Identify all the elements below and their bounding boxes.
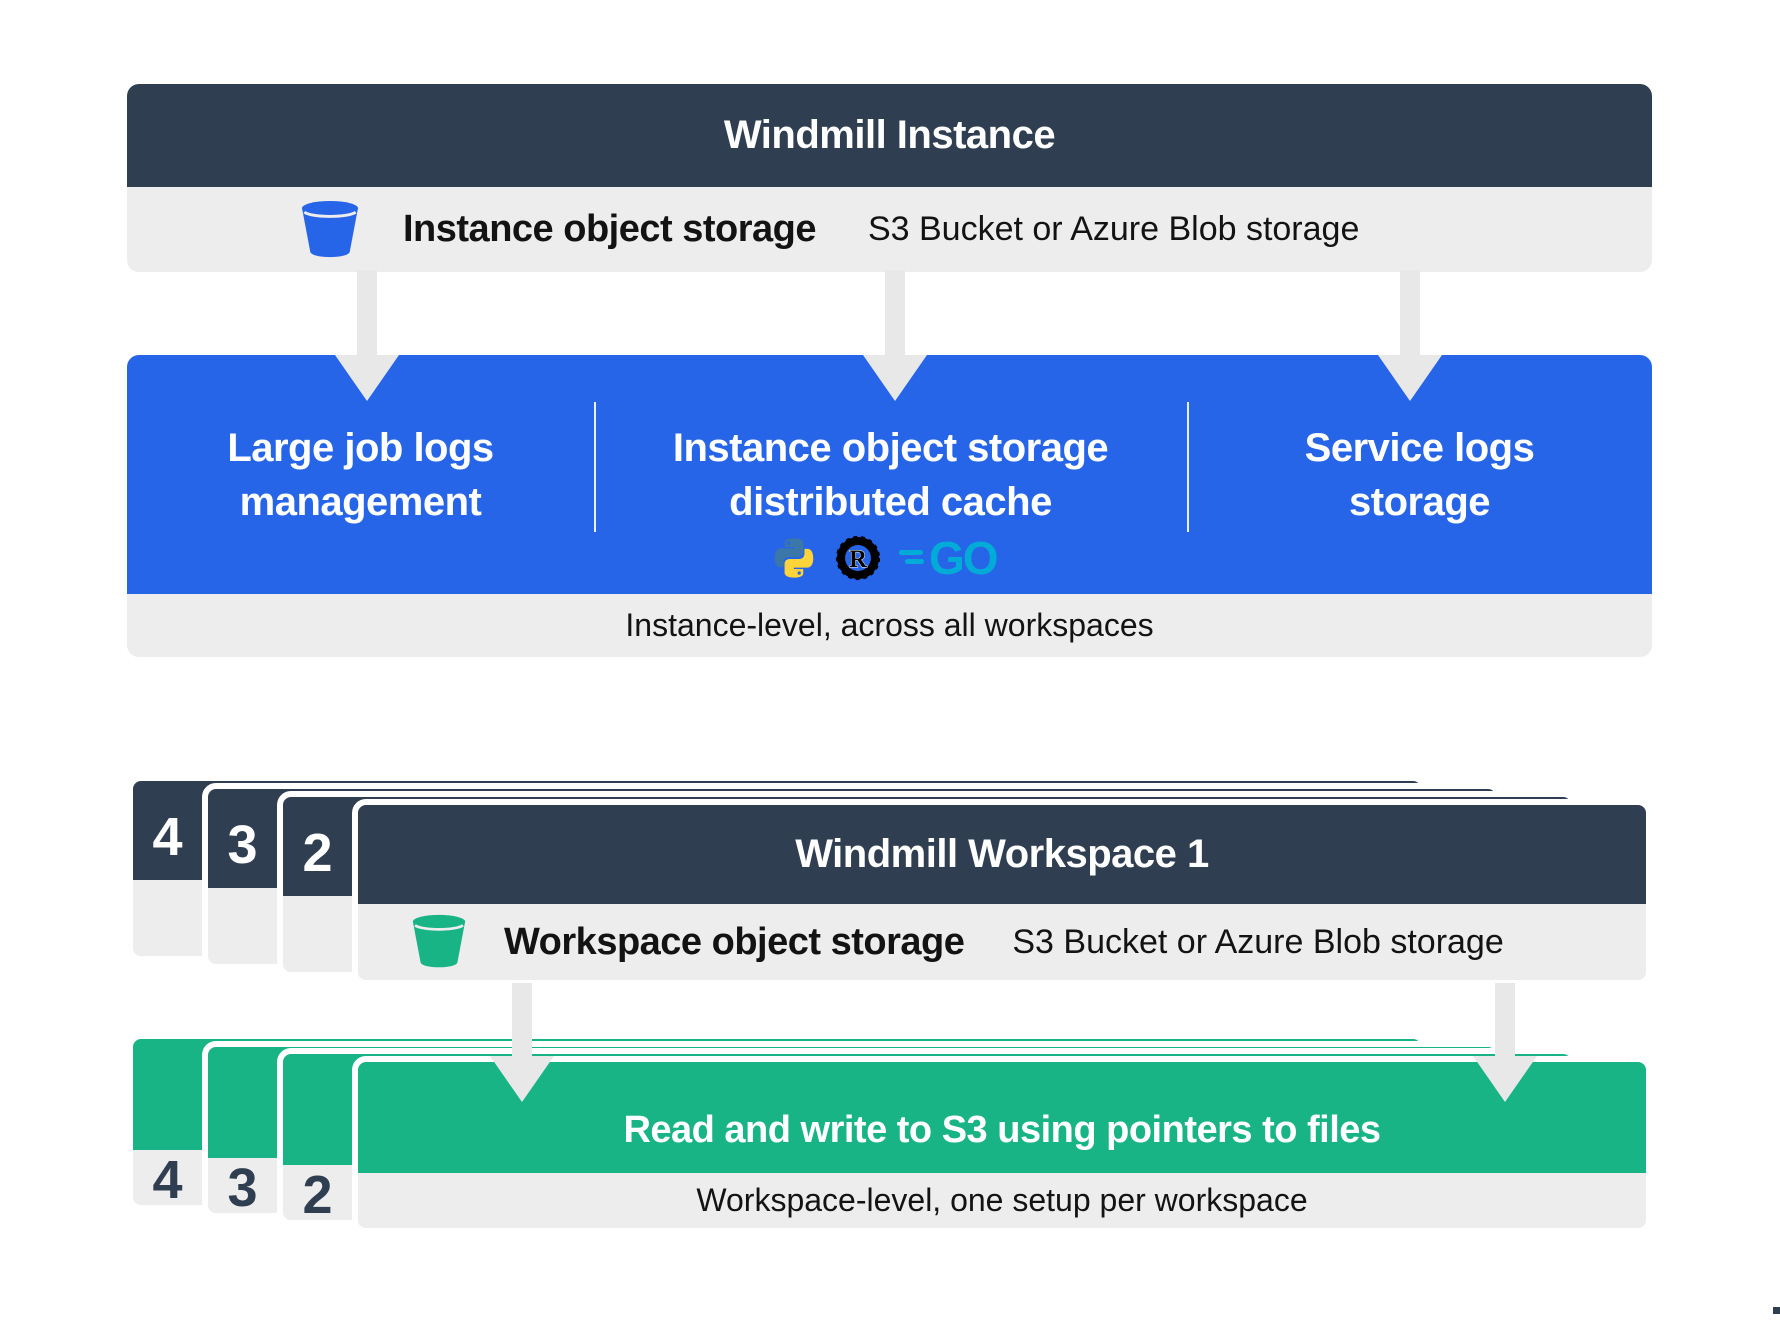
feature-line: Large job logs xyxy=(227,426,494,470)
instance-caption-text: Instance-level, across all workspaces xyxy=(625,607,1154,643)
bucket-icon xyxy=(410,914,468,970)
s3-number: 3 xyxy=(227,1157,258,1218)
feature-line: Service logs xyxy=(1304,426,1535,470)
workspace-number: 4 xyxy=(152,806,183,867)
feature-large-job-logs: Large job logs management xyxy=(127,355,594,594)
instance-storage-sub: S3 Bucket or Azure Blob storage xyxy=(867,210,1360,248)
feature-line: Instance object storage xyxy=(672,426,1109,470)
feature-line: management xyxy=(239,480,482,524)
arrow-down-shaft xyxy=(512,983,532,1059)
column-divider xyxy=(594,402,596,532)
language-icons: R GO xyxy=(771,532,1011,584)
workspace-storage-label: Workspace object storage xyxy=(504,920,965,963)
s3-number: 4 xyxy=(152,1149,183,1210)
instance-storage-row: Instance object storage S3 Bucket or Azu… xyxy=(127,187,1652,272)
instance-header: Windmill Instance xyxy=(127,84,1652,187)
workspace-card-1: Windmill Workspace 1 Workspace object st… xyxy=(352,799,1652,986)
go-icon: GO xyxy=(898,532,1011,584)
arrow-down-shaft xyxy=(1495,983,1515,1059)
arrow-down-head xyxy=(335,355,399,401)
s3-number: 2 xyxy=(302,1164,333,1225)
workspace-caption-text: Workspace-level, one setup per workspace xyxy=(696,1182,1308,1218)
instance-storage-label: Instance object storage xyxy=(403,208,816,250)
rust-letter: R xyxy=(848,546,867,573)
rust-icon: R xyxy=(833,533,883,583)
corner-artifact xyxy=(1773,1307,1780,1314)
workspace-number: 2 xyxy=(302,822,333,883)
workspace-number: 3 xyxy=(227,814,258,875)
arrow-down-shaft xyxy=(357,270,377,358)
bucket-icon xyxy=(299,200,361,260)
arrow-down-head xyxy=(1473,1056,1537,1102)
instance-title: Windmill Instance xyxy=(723,113,1056,157)
arrow-down-shaft xyxy=(1400,270,1420,358)
workspace-storage-sub: S3 Bucket or Azure Blob storage xyxy=(1012,922,1504,961)
feature-line: distributed cache xyxy=(729,480,1052,524)
workspace-caption: Workspace-level, one setup per workspace xyxy=(358,1173,1646,1228)
s3-banner: Read and write to S3 using pointers to f… xyxy=(358,1062,1646,1173)
arrow-down-head xyxy=(863,355,927,401)
workspace-title: Windmill Workspace 1 xyxy=(795,832,1209,876)
instance-features-box: Large job logs management Instance objec… xyxy=(127,355,1652,594)
column-divider xyxy=(1187,402,1189,532)
instance-caption: Instance-level, across all workspaces xyxy=(127,594,1652,657)
arrow-down-head xyxy=(1378,355,1442,401)
feature-line: storage xyxy=(1349,480,1491,524)
feature-service-logs: Service logs storage xyxy=(1187,355,1652,594)
feature-distributed-cache: Instance object storage distributed cach… xyxy=(594,355,1187,594)
python-icon xyxy=(771,535,817,581)
workspace-storage-row: Workspace object storage S3 Bucket or Az… xyxy=(358,904,1646,980)
s3-banner-text: Read and write to S3 using pointers to f… xyxy=(623,1109,1381,1151)
arrow-down-shaft xyxy=(885,270,905,358)
workspace-header: Windmill Workspace 1 xyxy=(358,805,1646,904)
instance-card: Windmill Instance Instance object storag… xyxy=(127,84,1652,272)
arrow-down-head xyxy=(490,1056,554,1102)
go-letters: GO xyxy=(929,535,997,581)
s3-card-1: Read and write to S3 using pointers to f… xyxy=(352,1056,1652,1234)
